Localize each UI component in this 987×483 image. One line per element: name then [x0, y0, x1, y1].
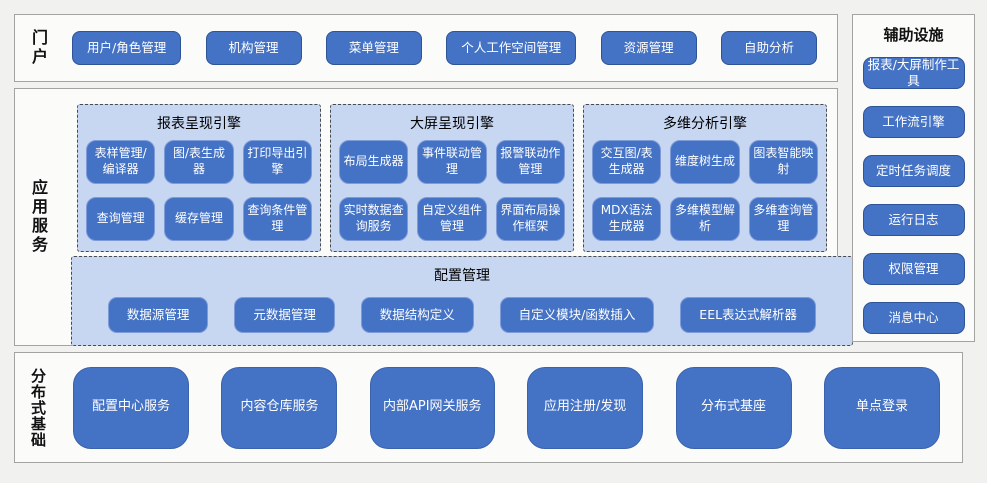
auxiliary-section: 辅助设施 报表/大屏制作工具 工作流引擎 定时任务调度 运行日志 权限管理 消息…: [852, 14, 975, 342]
report-engine-title: 报表呈现引擎: [157, 116, 241, 132]
report-engine-panel: 报表呈现引擎 表样管理/编译器 图/表生成器 打印导出引擎 查询管理 缓存管理 …: [77, 104, 321, 252]
aux-button-run-logs[interactable]: 运行日志: [862, 204, 965, 236]
dist-button-distributed-base[interactable]: 分布式基座: [675, 366, 792, 449]
portal-button-user-role[interactable]: 用户/角色管理: [72, 31, 182, 65]
engine-button-dimension-tree[interactable]: 维度树生成: [670, 140, 740, 184]
dist-button-api-gateway[interactable]: 内部API网关服务: [369, 366, 495, 449]
engine-button-model-parsing[interactable]: 多维模型解析: [670, 197, 740, 241]
aux-button-workflow-engine[interactable]: 工作流引擎: [862, 106, 965, 138]
screen-engine-panel: 大屏呈现引擎 布局生成器 事件联动管理 报警联动作管理 实时数据查询服务 自定义…: [330, 104, 574, 252]
engine-button-print-export[interactable]: 打印导出引擎: [242, 140, 312, 184]
aux-button-authoring-tool[interactable]: 报表/大屏制作工具: [862, 57, 965, 89]
dist-button-sso[interactable]: 单点登录: [824, 366, 940, 449]
config-mgmt-title: 配置管理: [434, 268, 490, 284]
portal-section: 门户 用户/角色管理 机构管理 菜单管理 个人工作空间管理 资源管理 自助分析: [14, 14, 838, 82]
engine-button-style-compiler[interactable]: 表样管理/编译器: [86, 140, 156, 184]
portal-button-resource[interactable]: 资源管理: [600, 31, 697, 65]
portal-button-workspace[interactable]: 个人工作空间管理: [446, 31, 577, 65]
engine-button-interactive-chart[interactable]: 交互图/表生成器: [592, 140, 662, 184]
dist-button-config-center[interactable]: 配置中心服务: [73, 366, 189, 449]
config-mgmt-panel: 配置管理 数据源管理 元数据管理 数据结构定义 自定义模块/函数插入 EEL表达…: [71, 256, 853, 346]
report-engine-grid: 表样管理/编译器 图/表生成器 打印导出引擎 查询管理 缓存管理 查询条件管理: [86, 140, 312, 241]
engine-button-cache-mgmt[interactable]: 缓存管理: [164, 197, 234, 241]
app-services-section: 应用服务 报表呈现引擎 表样管理/编译器 图/表生成器 打印导出引擎 查询管理 …: [14, 88, 853, 346]
app-services-section-label: 应用服务: [29, 179, 48, 255]
olap-engine-panel: 多维分析引擎 交互图/表生成器 维度树生成 图表智能映射 MDX语法生成器 多维…: [583, 104, 827, 252]
engine-button-event-linkage[interactable]: 事件联动管理: [417, 140, 487, 184]
portal-button-menu[interactable]: 菜单管理: [325, 31, 422, 65]
config-button-row: 数据源管理 元数据管理 数据结构定义 自定义模块/函数插入 EEL表达式解析器: [82, 297, 842, 333]
engine-button-ui-layout-framework[interactable]: 界面布局操作框架: [495, 197, 565, 241]
dist-button-app-registry[interactable]: 应用注册/发现: [527, 366, 644, 449]
engine-button-mdx-generator[interactable]: MDX语法生成器: [592, 197, 662, 241]
distributed-section-label: 分布式基础: [29, 367, 47, 448]
aux-button-message-center[interactable]: 消息中心: [862, 302, 965, 334]
engine-button-alarm-action[interactable]: 报警联动作管理: [495, 140, 565, 184]
config-button-eel-parser[interactable]: EEL表达式解析器: [680, 297, 817, 333]
engine-button-chart-generator[interactable]: 图/表生成器: [164, 140, 234, 184]
aux-button-permission-mgmt[interactable]: 权限管理: [862, 253, 965, 285]
engine-button-custom-component[interactable]: 自定义组件管理: [417, 197, 487, 241]
config-button-data-structure[interactable]: 数据结构定义: [360, 297, 474, 333]
olap-engine-grid: 交互图/表生成器 维度树生成 图表智能映射 MDX语法生成器 多维模型解析 多维…: [592, 140, 818, 241]
aux-button-task-scheduler[interactable]: 定时任务调度: [862, 155, 965, 187]
engine-button-query-mgmt[interactable]: 查询管理: [86, 197, 156, 241]
portal-button-row: 用户/角色管理 机构管理 菜单管理 个人工作空间管理 资源管理 自助分析: [46, 31, 837, 65]
engine-panels: 报表呈现引擎 表样管理/编译器 图/表生成器 打印导出引擎 查询管理 缓存管理 …: [77, 104, 827, 252]
engine-button-realtime-query[interactable]: 实时数据查询服务: [339, 197, 409, 241]
dist-button-content-repo[interactable]: 内容仓库服务: [221, 366, 338, 449]
portal-section-label: 门户: [29, 29, 48, 67]
engine-button-layout-generator[interactable]: 布局生成器: [339, 140, 409, 184]
config-button-datasource[interactable]: 数据源管理: [107, 297, 209, 333]
config-button-metadata[interactable]: 元数据管理: [234, 297, 335, 333]
config-button-custom-module[interactable]: 自定义模块/函数插入: [499, 297, 655, 333]
portal-button-org[interactable]: 机构管理: [205, 31, 302, 65]
engine-button-query-condition[interactable]: 查询条件管理: [242, 197, 312, 241]
portal-button-self-analysis[interactable]: 自助分析: [720, 31, 817, 65]
distributed-section: 分布式基础 配置中心服务 内容仓库服务 内部API网关服务 应用注册/发现 分布…: [14, 352, 963, 463]
distributed-button-row: 配置中心服务 内容仓库服务 内部API网关服务 应用注册/发现 分布式基座 单点…: [45, 366, 962, 449]
screen-engine-grid: 布局生成器 事件联动管理 报警联动作管理 实时数据查询服务 自定义组件管理 界面…: [339, 140, 565, 241]
engine-button-multidim-query[interactable]: 多维查询管理: [748, 197, 818, 241]
olap-engine-title: 多维分析引擎: [663, 116, 747, 132]
screen-engine-title: 大屏呈现引擎: [410, 116, 494, 132]
engine-button-smart-mapping[interactable]: 图表智能映射: [748, 140, 818, 184]
auxiliary-section-title: 辅助设施: [883, 26, 944, 44]
